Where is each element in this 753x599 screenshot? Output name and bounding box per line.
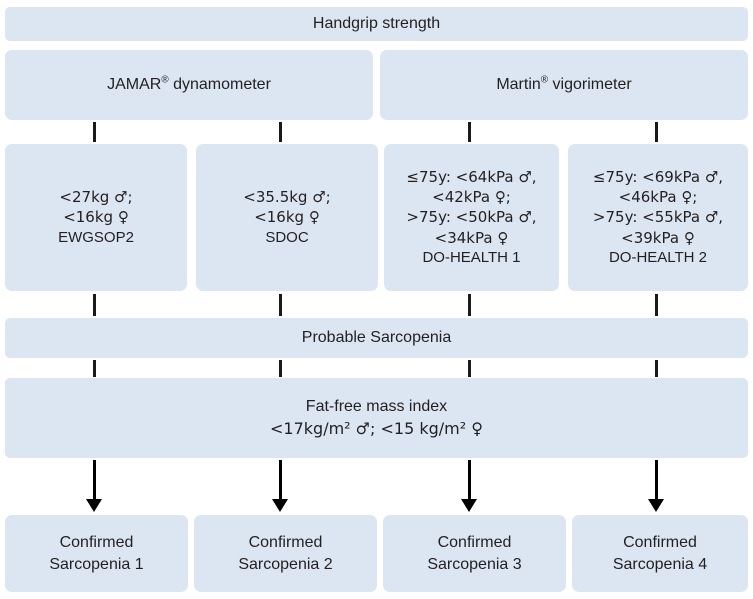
connector-jamar-to-ewgsop2 xyxy=(93,122,96,142)
criteria-line: <16kg ♀ xyxy=(254,208,320,227)
criteria-line: <16kg ♀ xyxy=(63,208,129,227)
arrow-to-confirmed-3 xyxy=(468,460,471,500)
node-criteria-do-health-2: ≤75y: <69kPa ♂, <46kPa ♀; >75y: <55kPa ♂… xyxy=(568,144,748,291)
connector-ewgsop2-to-probable xyxy=(93,294,96,316)
node-fat-free-mass-index: Fat-free mass index <17kg/m² ♂; <15 kg/m… xyxy=(5,378,748,458)
criteria-line: <46kPa ♀; xyxy=(618,188,698,207)
outcome-line-1: Confirmed xyxy=(623,533,697,551)
connector-probable-to-ffmi-3 xyxy=(468,360,471,377)
outcome-line-1: Confirmed xyxy=(59,533,134,551)
node-confirmed-sarcopenia-1: Confirmed Sarcopenia 1 xyxy=(5,515,188,592)
outcome-line-2: Sarcopenia 1 xyxy=(49,555,144,573)
criteria-line: ≤75y: <69kPa ♂, xyxy=(592,167,724,186)
connector-dohealth2-to-probable xyxy=(655,294,658,316)
registered-mark-icon: ® xyxy=(161,74,169,86)
arrow-to-confirmed-2 xyxy=(279,460,282,500)
node-probable-sarcopenia: Probable Sarcopenia xyxy=(5,318,748,358)
connector-jamar-to-sdoc xyxy=(279,122,282,142)
connector-probable-to-ffmi-4 xyxy=(655,360,658,377)
martin-vigorimeter-label: Martin® vigorimeter xyxy=(496,74,632,94)
node-criteria-sdoc: <35.5kg ♂; <16kg ♀ SDOC xyxy=(196,144,378,291)
outcome-line-2: Sarcopenia 2 xyxy=(238,555,333,573)
arrow-to-confirmed-1 xyxy=(93,460,96,500)
arrow-head-icon xyxy=(272,499,288,512)
connector-dohealth1-to-probable xyxy=(468,294,471,316)
arrow-head-icon xyxy=(461,499,477,512)
ffmi-thresholds: <17kg/m² ♂; <15 kg/m² ♀ xyxy=(270,419,483,438)
node-confirmed-sarcopenia-4: Confirmed Sarcopenia 4 xyxy=(572,515,748,592)
node-martin-vigorimeter: Martin® vigorimeter xyxy=(380,50,748,120)
arrow-head-icon xyxy=(648,499,664,512)
connector-probable-to-ffmi-1 xyxy=(93,360,96,377)
node-criteria-do-health-1: ≤75y: <64kPa ♂, <42kPa ♀; >75y: <50kPa ♂… xyxy=(384,144,559,291)
node-jamar-dynamometer: JAMAR® dynamometer xyxy=(5,50,373,120)
criteria-line: <42kPa ♀; xyxy=(432,188,511,207)
criteria-source-label: EWGSOP2 xyxy=(58,228,134,246)
connector-probable-to-ffmi-2 xyxy=(279,360,282,377)
outcome-line-1: Confirmed xyxy=(437,533,512,551)
criteria-source-label: SDOC xyxy=(265,228,309,246)
connector-martin-to-dohealth2 xyxy=(655,122,658,142)
criteria-line: <34kPa ♀ xyxy=(434,228,509,247)
node-criteria-ewgsop2: <27kg ♂; <16kg ♀ EWGSOP2 xyxy=(5,144,187,291)
connector-sdoc-to-probable xyxy=(279,294,282,316)
criteria-line: <35.5kg ♂; xyxy=(243,188,331,207)
jamar-dynamometer-label: JAMAR® dynamometer xyxy=(107,74,271,94)
criteria-line: >75y: <55kPa ♂, xyxy=(592,208,724,227)
criteria-source-label: DO-HEALTH 2 xyxy=(608,248,708,266)
connector-martin-to-dohealth1 xyxy=(468,122,471,142)
outcome-line-2: Sarcopenia 4 xyxy=(612,555,708,573)
criteria-line: <27kg ♂; xyxy=(59,188,133,207)
outcome-line-2: Sarcopenia 3 xyxy=(427,555,522,573)
outcome-line-1: Confirmed xyxy=(248,533,323,551)
ffmi-title: Fat-free mass index xyxy=(305,398,448,416)
criteria-line: <39kPa ♀ xyxy=(621,228,695,247)
node-confirmed-sarcopenia-3: Confirmed Sarcopenia 3 xyxy=(383,515,566,592)
node-confirmed-sarcopenia-2: Confirmed Sarcopenia 2 xyxy=(194,515,377,592)
arrow-head-icon xyxy=(86,499,102,512)
handgrip-strength-label: Handgrip strength xyxy=(312,15,441,33)
arrow-to-confirmed-4 xyxy=(655,460,658,500)
criteria-line: >75y: <50kPa ♂, xyxy=(406,208,537,227)
criteria-source-label: DO-HEALTH 1 xyxy=(422,248,521,266)
registered-mark-icon: ® xyxy=(540,74,549,86)
criteria-line: ≤75y: <64kPa ♂, xyxy=(406,167,537,186)
probable-sarcopenia-label: Probable Sarcopenia xyxy=(301,329,452,347)
node-handgrip-strength: Handgrip strength xyxy=(5,7,748,41)
